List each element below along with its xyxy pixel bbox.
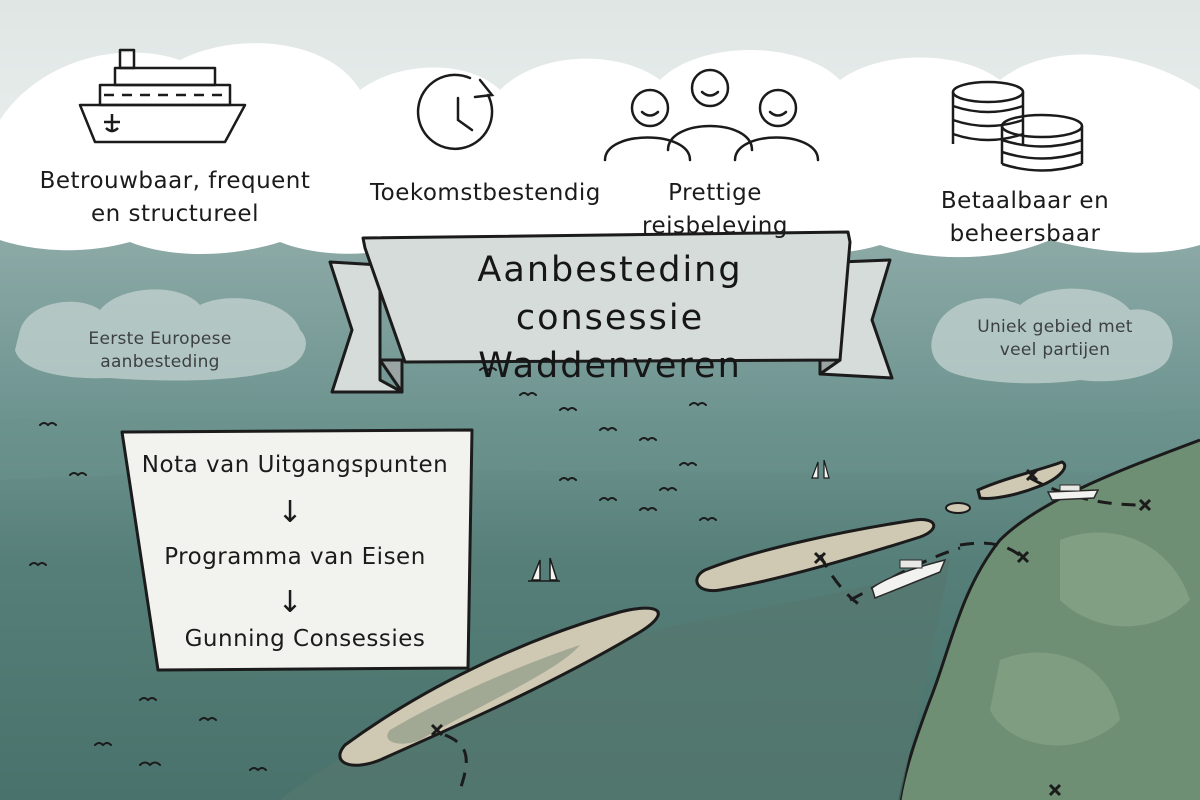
goal-label-reliability: Betrouwbaar, frequent en structureel bbox=[39, 168, 311, 227]
note-left: Eerste Europese aanbesteding bbox=[88, 329, 232, 372]
mainland-shade bbox=[1060, 532, 1190, 627]
cloud-right bbox=[931, 288, 1173, 384]
island-large-dunes bbox=[387, 645, 580, 744]
title-banner bbox=[328, 230, 894, 394]
goal-label-future: Toekomstbestendig bbox=[370, 180, 601, 206]
ferry-boat bbox=[871, 558, 947, 600]
birds bbox=[29, 367, 717, 772]
goal-label-affordable: Betaalbaar en beheersbaar bbox=[940, 188, 1110, 247]
down-arrow-icon: ↓ bbox=[277, 585, 303, 620]
note-right: Uniek gebied met veel partijen bbox=[977, 317, 1133, 360]
ferry-route bbox=[959, 541, 1027, 562]
coins-icon bbox=[951, 80, 1084, 172]
ferry-boat bbox=[1046, 484, 1100, 501]
goal-label-experience: Prettige reisbeleving bbox=[642, 180, 788, 239]
top-cloud-bank bbox=[0, 43, 1200, 258]
people-icon bbox=[603, 68, 820, 162]
ferry-route bbox=[444, 733, 468, 791]
process-step-gunning: Gunning Consessies bbox=[184, 626, 426, 652]
mudflats bbox=[280, 560, 950, 800]
down-arrow-icon: ↓ bbox=[277, 495, 303, 530]
mainland-coast bbox=[898, 438, 1200, 800]
island-dot bbox=[945, 502, 971, 514]
cloud-left bbox=[15, 289, 306, 381]
mainland-shade bbox=[990, 652, 1120, 746]
ferry-ship-icon bbox=[78, 48, 247, 144]
harbour-markers bbox=[430, 468, 1152, 797]
clock-icon bbox=[416, 73, 495, 151]
process-box bbox=[120, 428, 474, 672]
process-step-nota: Nota van Uitgangspunten bbox=[141, 452, 449, 478]
mainland bbox=[900, 440, 1200, 800]
sailboat bbox=[811, 459, 830, 479]
island-small bbox=[976, 460, 1067, 500]
process-step-programma: Programma van Eisen bbox=[164, 544, 426, 570]
sailboat bbox=[528, 557, 560, 582]
banner-title: Aanbesteding consessie Waddenveren bbox=[477, 250, 743, 386]
